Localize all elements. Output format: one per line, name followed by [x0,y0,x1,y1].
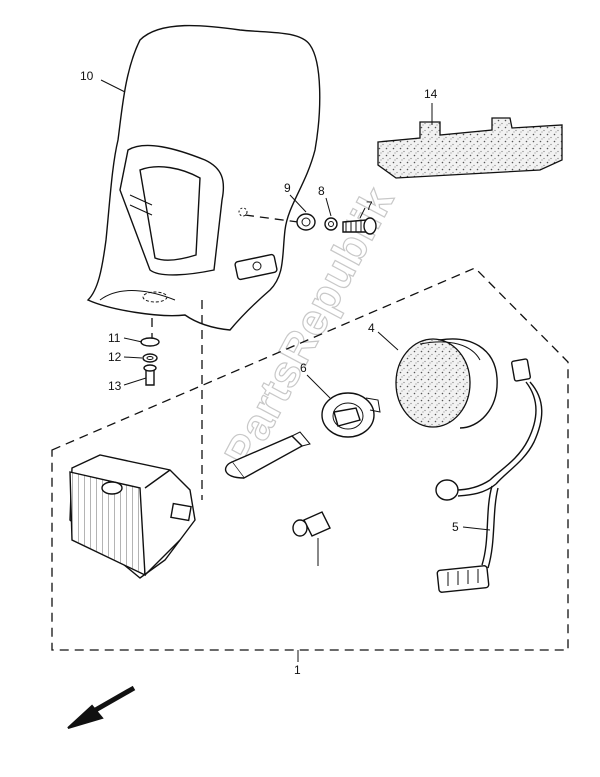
callout-pad: 14 [424,87,438,101]
callout-bolt: 7 [366,199,373,213]
callout-collar: 8 [318,184,325,198]
bulb-socket [321,392,381,438]
headlight-unit [69,454,196,579]
pilot-bulb [292,511,331,566]
bulb [224,431,311,479]
callout-grommet: 9 [284,181,291,195]
callout-screw: 13 [108,379,122,393]
callout-collar-lower: 12 [108,350,122,364]
callout-assembly: 1 [294,663,301,677]
reflector-housing [395,338,498,429]
lower-mount-hardware [140,300,203,500]
wiring-harness [435,358,543,593]
mount-hardware [244,213,377,235]
callout-socket: 6 [300,361,307,375]
callout-reflector: 4 [368,321,375,335]
leader-lines [100,79,491,662]
headlight-cover [86,24,321,331]
front-arrow-icon [67,685,136,729]
assembly-boundary [51,267,569,651]
callout-harness: 5 [452,520,459,534]
callout-washer: 11 [108,331,121,345]
callout-cover: 10 [80,69,94,83]
pad [377,117,563,179]
